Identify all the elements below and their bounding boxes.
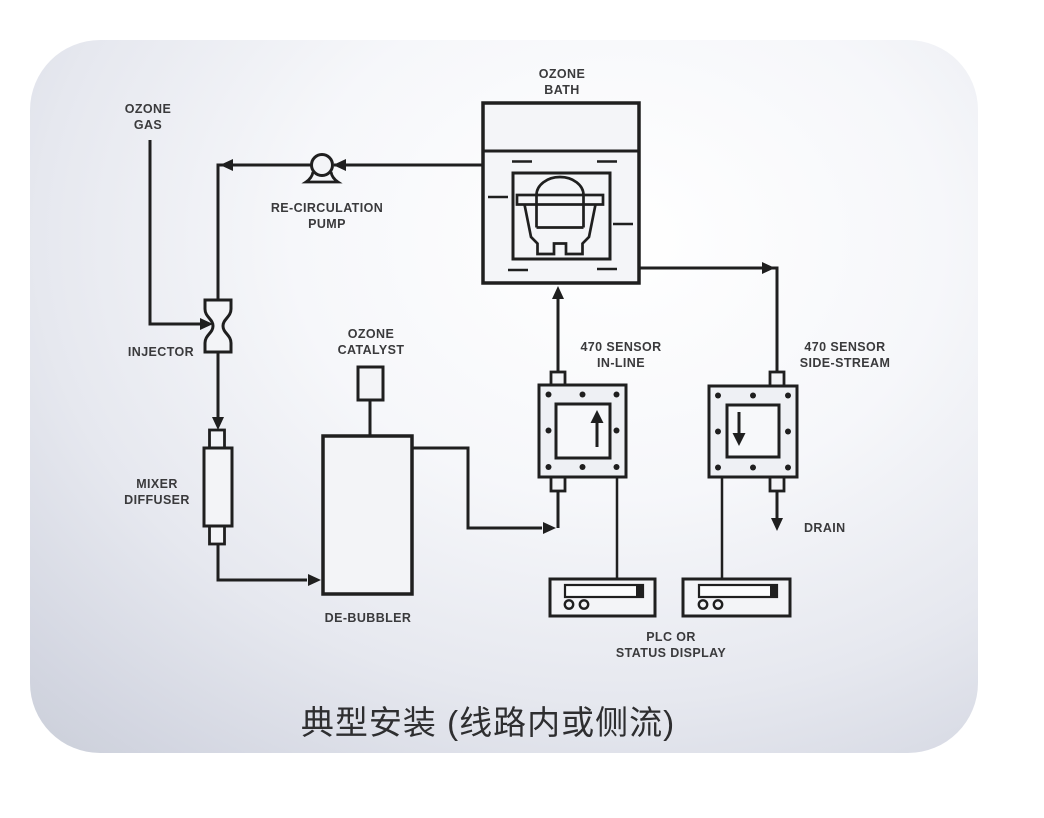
drain-label: DRAIN [804, 521, 846, 535]
ozone-gas-pipe [148, 140, 213, 330]
bolt-dots [545, 391, 620, 470]
debubbler-outlet-pipe [412, 446, 556, 534]
injector-to-mixer-pipe [212, 352, 224, 430]
bath-inner-housing [511, 171, 612, 261]
mixer-to-debubbler-pipe [216, 544, 321, 586]
pump-to-injector-pipe [216, 159, 311, 300]
sensor-sidestream-label: 470 SENSOR SIDE-STREAM [799, 340, 891, 370]
drain-pipe [771, 491, 783, 531]
flow-up-arrow-icon [590, 410, 604, 447]
ozone-gas-label: OZONE GAS [124, 102, 172, 132]
ozone-catalyst-icon [356, 365, 385, 436]
diagram-caption: 典型安装 (线路内或侧流) [300, 704, 676, 741]
inline-sensor-icon [537, 370, 628, 493]
injector-label: INJECTOR [127, 345, 195, 359]
plc-display-right-icon [681, 577, 792, 618]
sensor-inline-label: 470 SENSOR IN-LINE [580, 340, 662, 370]
recirculation-pump-label: RE-CIRCULATION PUMP [270, 201, 384, 231]
bath-to-sidestream-pipe [639, 262, 779, 373]
plc-display-left-icon [548, 577, 657, 618]
plc-status-display-label: PLC OR STATUS DISPLAY [615, 630, 727, 660]
de-bubbler-label: DE-BUBBLER [324, 611, 412, 625]
injector-icon [203, 298, 233, 354]
recirculation-pump-icon [301, 153, 343, 184]
sidestream-sensor-icon [707, 370, 799, 493]
ripple-dashes [488, 160, 633, 272]
mixer-diffuser-icon [202, 428, 234, 546]
bolt-dots [715, 392, 791, 471]
de-bubbler-icon [321, 434, 414, 596]
ozone-bath-label: OZONE BATH [538, 67, 586, 97]
ozone-catalyst-label: OZONE CATALYST [337, 327, 405, 357]
ozone-bath-icon [481, 101, 641, 285]
submerged-sensor-icon [515, 175, 605, 256]
bath-to-pump-pipe [333, 159, 483, 171]
mixer-diffuser-label: MIXER DIFFUSER [124, 477, 190, 507]
flow-down-arrow-icon [732, 412, 746, 446]
